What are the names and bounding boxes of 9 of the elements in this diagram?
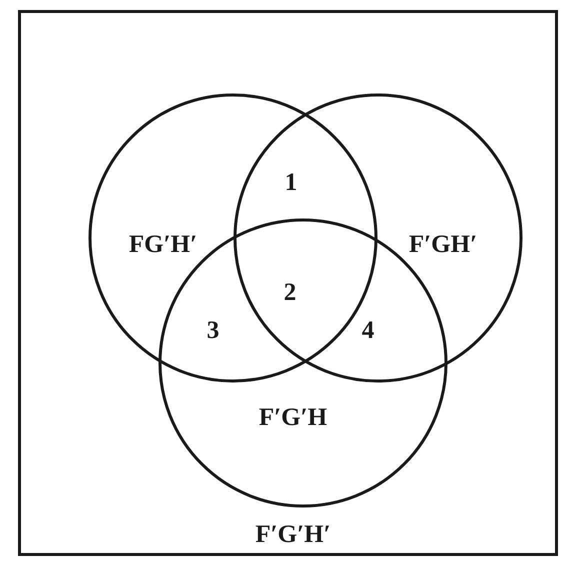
region-label: F′G′H — [258, 404, 328, 432]
region-label: F′G′H′ — [255, 521, 331, 549]
region-number: 1 — [284, 169, 298, 197]
region-label: FG′H′ — [128, 231, 198, 259]
region-number: 3 — [206, 317, 220, 345]
region-label: F′GH′ — [408, 231, 478, 259]
universe-rectangle — [18, 10, 558, 556]
region-number: 2 — [284, 279, 296, 307]
region-number: 4 — [362, 317, 374, 345]
